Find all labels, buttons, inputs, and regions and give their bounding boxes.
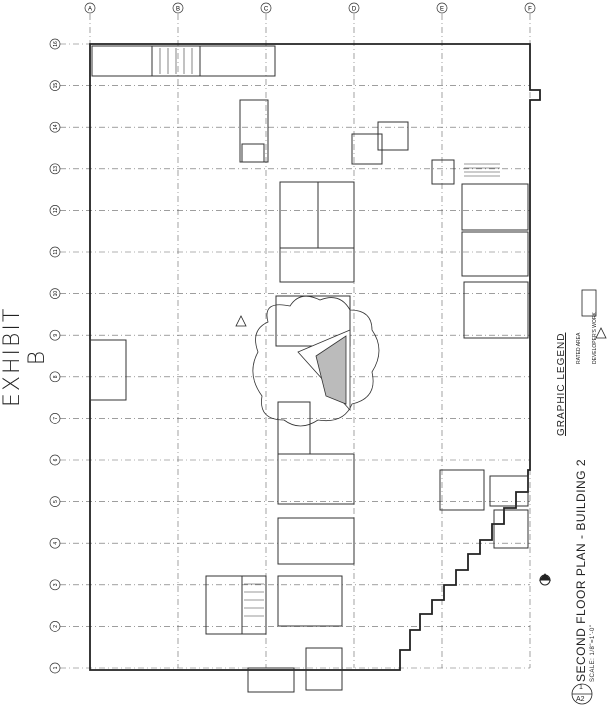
grid-label: 5	[53, 500, 59, 503]
grid-bubble-top: E	[436, 2, 448, 14]
grid-label: 13	[53, 166, 59, 172]
grid-label: 7	[53, 417, 59, 420]
grid-bubble-top: F	[524, 2, 536, 14]
plan-title: SECOND FLOOR PLAN - BUILDING 2	[574, 458, 588, 682]
stairs	[159, 48, 500, 617]
grid-label: C	[264, 7, 269, 13]
north-arrow	[538, 573, 552, 586]
plan-scale: SCALE: 1/8"=1'-0"	[590, 624, 596, 682]
grid-bubble-left: 2	[49, 621, 61, 632]
grid-bubble-left: 12	[49, 205, 61, 216]
grid-bubble-left: 3	[49, 579, 61, 591]
grid-bubble-left: 10	[49, 288, 61, 299]
grid-bubble-left: 11	[49, 246, 61, 258]
grid-bubbles: A B C D E F 16 15 14 13 12 11 10 9 8 7 6 5 4 3 2 1	[49, 2, 536, 674]
sheet-reference: A2	[576, 696, 585, 703]
grid-label: 2	[53, 625, 59, 628]
grid-label: F	[528, 7, 532, 13]
grid-bubble-left: 5	[49, 496, 61, 507]
grid-label: 11	[53, 249, 59, 254]
legend-symbols	[581, 289, 607, 339]
grid-bubble-left: 8	[49, 371, 61, 383]
grid-bubble-top: A	[84, 2, 96, 14]
grid-label: 3	[53, 583, 59, 586]
grid-label: 6	[53, 458, 59, 461]
sheet-number: 1	[579, 684, 583, 691]
legend-item-rated-area: RATED AREA	[576, 332, 582, 364]
grid-bubble-top: C	[260, 2, 272, 14]
grid-label: 9	[53, 334, 59, 337]
grid-bubble-left: 14	[49, 121, 61, 133]
grid-bubble-top: B	[172, 2, 184, 14]
grid-label: 15	[53, 83, 59, 89]
building-outline	[89, 43, 541, 671]
revision-triangle	[235, 315, 247, 327]
grid-bubble-left: 9	[49, 329, 61, 341]
grid-bubble-top: D	[348, 2, 360, 14]
grid-label: E	[440, 7, 444, 13]
grid-bubble-left: 6	[49, 454, 61, 466]
grid-label: 10	[53, 291, 59, 297]
grid-label: D	[352, 7, 357, 13]
grid-label: 8	[53, 375, 59, 378]
grid-label: 1	[53, 666, 59, 669]
legend-item-developers-work: DEVELOPER'S WORK	[592, 312, 598, 364]
grid-bubble-left: 4	[49, 537, 61, 549]
sheet-bubble	[571, 683, 593, 705]
core-cloud-area	[252, 295, 380, 427]
grid-label: 16	[53, 41, 59, 47]
grid-label: 12	[53, 207, 59, 213]
grid-bubble-left: 13	[49, 163, 61, 175]
legend-title: GRAPHIC LEGEND	[556, 332, 567, 436]
grid-bubble-left: 16	[49, 38, 61, 50]
grid-label: 4	[53, 542, 59, 545]
grid-label: A	[88, 7, 92, 13]
grid-bubble-left: 15	[49, 80, 61, 91]
grid-bubble-left: 7	[49, 413, 61, 424]
grid-lines	[60, 14, 531, 669]
grid-label: B	[176, 7, 180, 13]
grid-label: 14	[53, 124, 59, 130]
grid-bubble-left: 1	[49, 662, 61, 674]
room-partitions	[89, 45, 529, 693]
